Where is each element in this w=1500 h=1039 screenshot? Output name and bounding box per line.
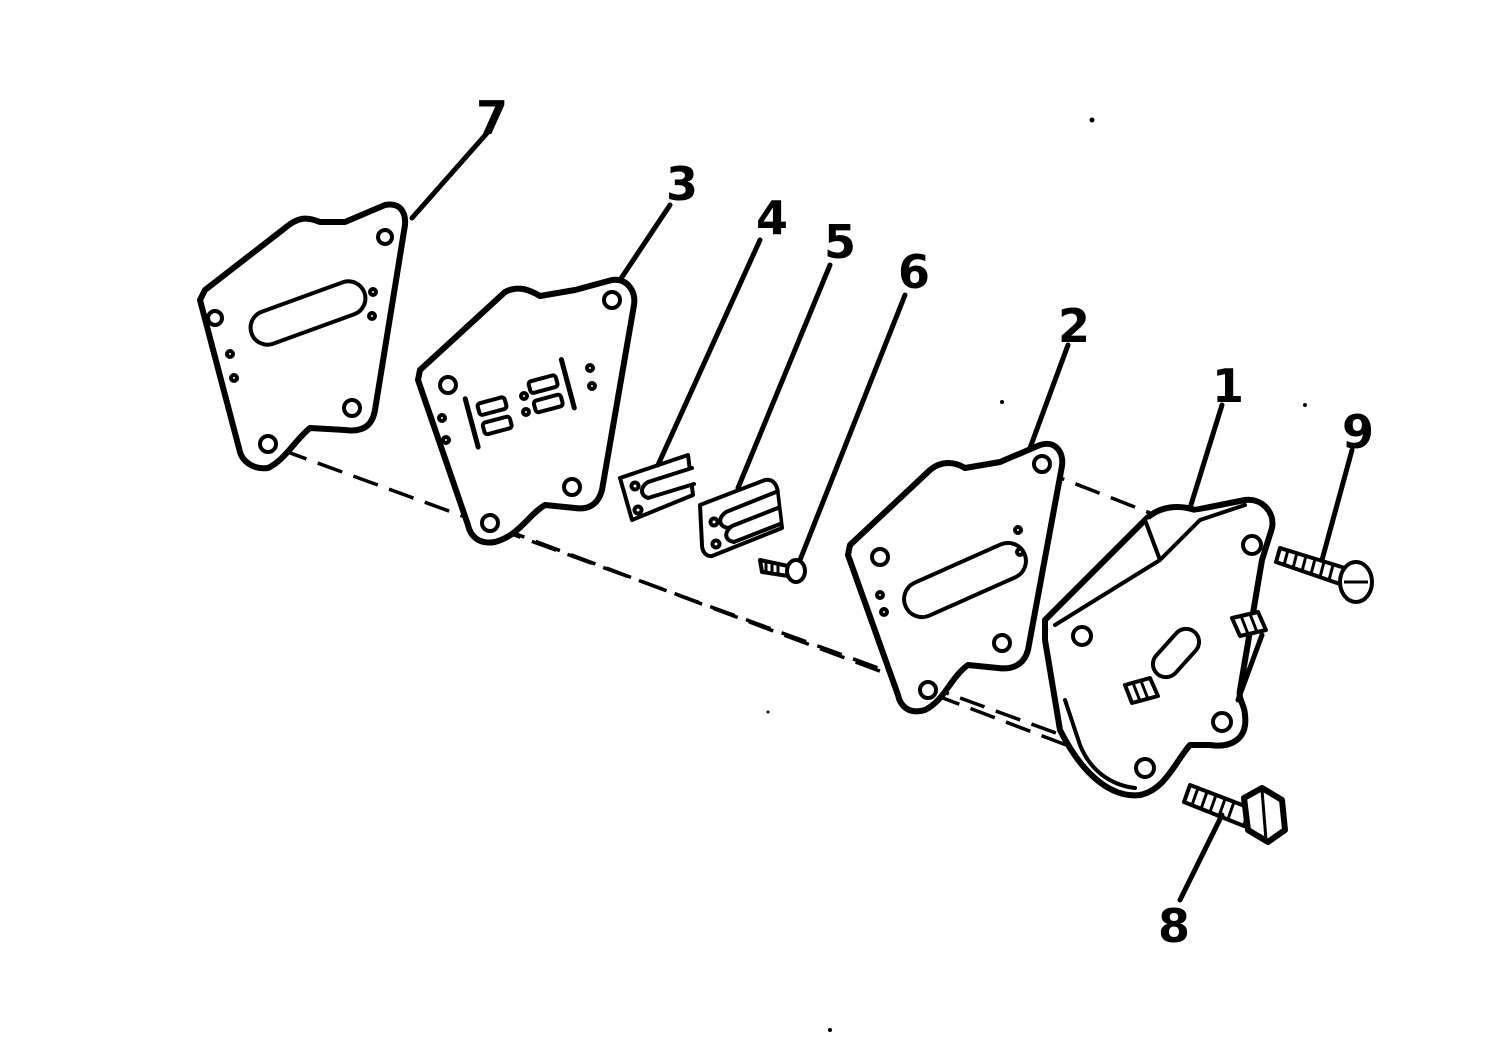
part-5-reed-stop xyxy=(698,477,784,559)
callout-labels: 1 2 3 4 5 6 7 8 9 xyxy=(476,91,1374,953)
part-2-gasket xyxy=(845,440,1066,715)
callout-2: 2 xyxy=(1058,299,1090,353)
callout-7: 7 xyxy=(476,91,508,145)
part-4-reed xyxy=(618,453,696,522)
callout-1: 1 xyxy=(1212,359,1244,413)
callout-8: 8 xyxy=(1158,899,1190,953)
part-6-screw xyxy=(758,558,807,584)
leader-lines xyxy=(409,129,1355,903)
callout-3: 3 xyxy=(666,157,698,211)
part-7-gasket xyxy=(197,201,409,472)
part-1-cover xyxy=(1042,496,1276,799)
callout-4: 4 xyxy=(756,191,788,245)
part-3-reed-plate xyxy=(415,276,638,546)
part-8-bolt xyxy=(1182,783,1288,845)
callout-6: 6 xyxy=(898,245,930,299)
callout-5: 5 xyxy=(824,215,856,269)
callout-9: 9 xyxy=(1342,405,1374,459)
scan-specks xyxy=(766,117,1307,1032)
